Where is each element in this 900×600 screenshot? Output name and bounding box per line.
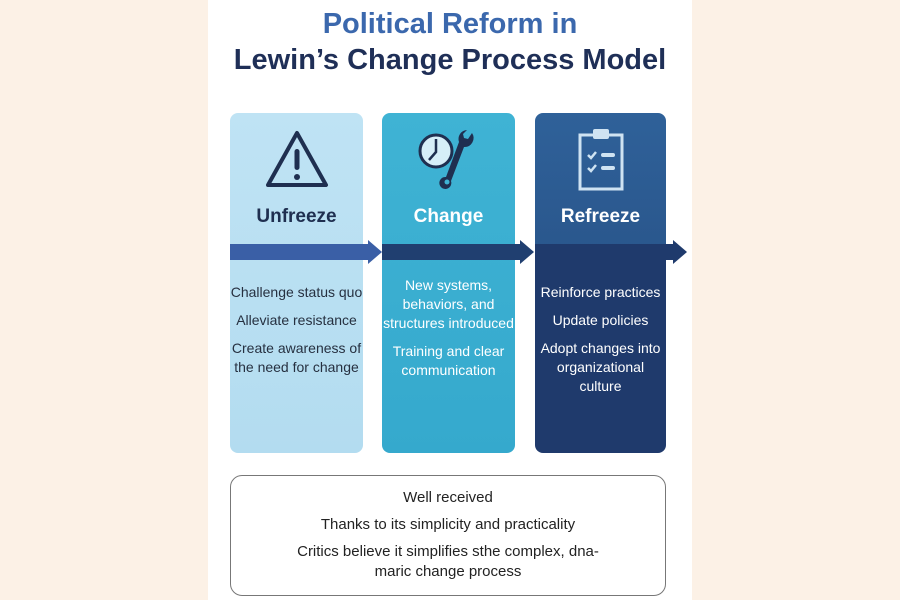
arrow-change [382, 240, 535, 264]
stage-name: Refreeze [560, 206, 641, 227]
title-line-2: Lewin’s Change Process Model [233, 44, 667, 76]
stage-item: Reinforce practices [540, 284, 661, 300]
stage-item: Update policies [552, 312, 649, 328]
stage-card-change: Change New systems, behaviors, and struc… [382, 113, 515, 453]
stage-item: Challenge status quo [230, 284, 363, 300]
arrow-unfreeze [230, 240, 382, 264]
stage-item: Training and clear communication [392, 343, 505, 378]
stage-item: Adopt changes into organizational cultur… [540, 340, 661, 394]
clock-wrench-icon [382, 125, 515, 195]
stage-card-unfreeze: Unfreeze Challenge status quo Alleviate … [230, 113, 363, 453]
arrow-refreeze [535, 240, 690, 264]
summary-line: Critics believe it simplifies sthe compl… [297, 543, 599, 580]
summary-box: Well received Thanks to its simplicity a… [230, 475, 666, 596]
summary-line: Well received [403, 489, 493, 506]
summary-line: Thanks to its simplicity and practicalit… [320, 516, 576, 533]
stage-item: New systems, behaviors, and structures i… [383, 277, 514, 331]
warning-icon [230, 125, 363, 195]
title-line-1: Political Reform in [322, 8, 578, 40]
stage-card-refreeze: Refreeze Reinforce practices Update poli… [535, 113, 666, 453]
clipboard-checklist-icon [535, 125, 666, 195]
stage-item: Alleviate resistance [236, 312, 357, 328]
stage-name: Change [413, 206, 484, 227]
stage-item: Create awareness of the need for change [231, 340, 362, 375]
stage-name: Unfreeze [256, 206, 337, 227]
